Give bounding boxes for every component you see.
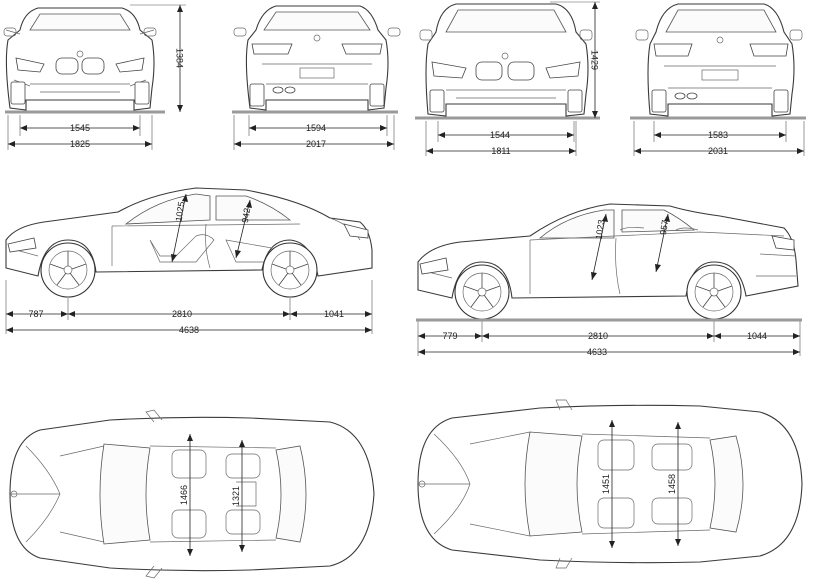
sedan-front-shoulder-label: 1451 (601, 474, 611, 494)
sedan-front-width-label: 1811 (491, 146, 510, 156)
sedan-rear-width-label: 2031 (708, 146, 728, 156)
coupe-rear-shoulder-label: 1321 (231, 486, 241, 506)
coupe-front-track-label: 1545 (70, 123, 90, 133)
sedan-rear-shoulder-label: 1458 (667, 474, 677, 494)
coupe-wheelbase-label: 2810 (172, 309, 192, 319)
coupe-front-overhang-label: 787 (28, 309, 43, 319)
sedan-rear-view: 1583 2031 (630, 3, 806, 156)
coupe-front-shoulder-label: 1466 (179, 485, 189, 505)
coupe-rear-width-label: 2017 (306, 139, 326, 149)
sedan-rear-overhang-label: 1044 (747, 331, 767, 341)
sedan-front-track-label: 1544 (490, 130, 510, 140)
coupe-rear-track-label: 1594 (306, 123, 326, 133)
coupe-front-width-label: 1825 (70, 139, 90, 149)
sedan-length-label: 4633 (587, 347, 607, 357)
coupe-rear-view: 1594 2017 (232, 5, 401, 150)
sedan-rear-headroom-label: 957 (658, 219, 670, 236)
sedan-top-view: 1451 1458 (417, 399, 803, 569)
coupe-rear-headroom-label: 942 (240, 207, 252, 224)
sedan-front-view: 1429 1544 1811 (415, 1, 600, 156)
coupe-rear-overhang-label: 1041 (324, 309, 344, 319)
coupe-side-view: 1025 942 787 2810 1041 4638 (5, 187, 373, 335)
sedan-front-overhang-label: 779 (442, 331, 457, 341)
sedan-front-headroom-label: 1023 (594, 219, 607, 240)
sedan-rear-track-label: 1583 (708, 130, 728, 140)
coupe-front-view: 1384 1545 1825 (3, 4, 186, 150)
coupe-length-label: 4638 (179, 325, 199, 335)
sedan-side-view: 1023 957 779 2810 1044 4633 (416, 203, 802, 357)
sedan-wheelbase-label: 2810 (588, 331, 608, 341)
coupe-front-headroom-label: 1025 (174, 201, 187, 222)
sedan-height-label: 1429 (590, 50, 600, 70)
coupe-height-label: 1384 (175, 48, 185, 68)
coupe-top-view: 1466 1321 (9, 409, 375, 579)
